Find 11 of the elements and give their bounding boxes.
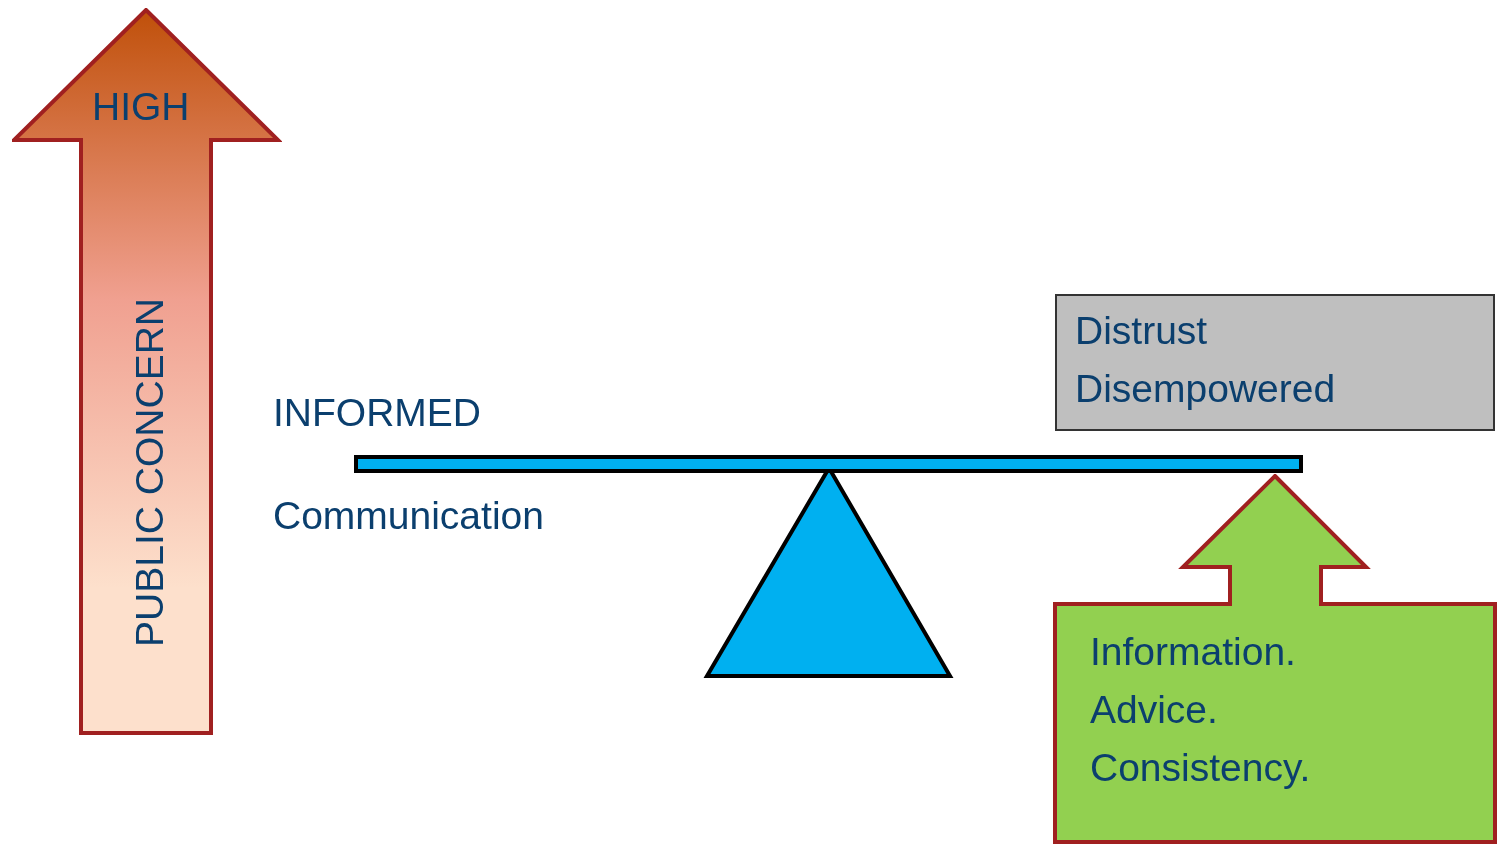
text-label: Communication	[273, 493, 544, 539]
box-text: Consistency.	[1090, 745, 1311, 791]
text-label: INFORMED	[273, 390, 481, 436]
arrow-label: HIGH	[92, 84, 190, 130]
box-text: Distrust	[1075, 308, 1208, 354]
box-text: Disempowered	[1075, 366, 1336, 412]
box-text: Advice.	[1090, 687, 1218, 733]
box-text: Information.	[1090, 629, 1296, 675]
arrow-label: PUBLIC CONCERN	[130, 298, 169, 647]
text-box	[1055, 294, 1495, 431]
arrow-box	[1053, 474, 1497, 844]
